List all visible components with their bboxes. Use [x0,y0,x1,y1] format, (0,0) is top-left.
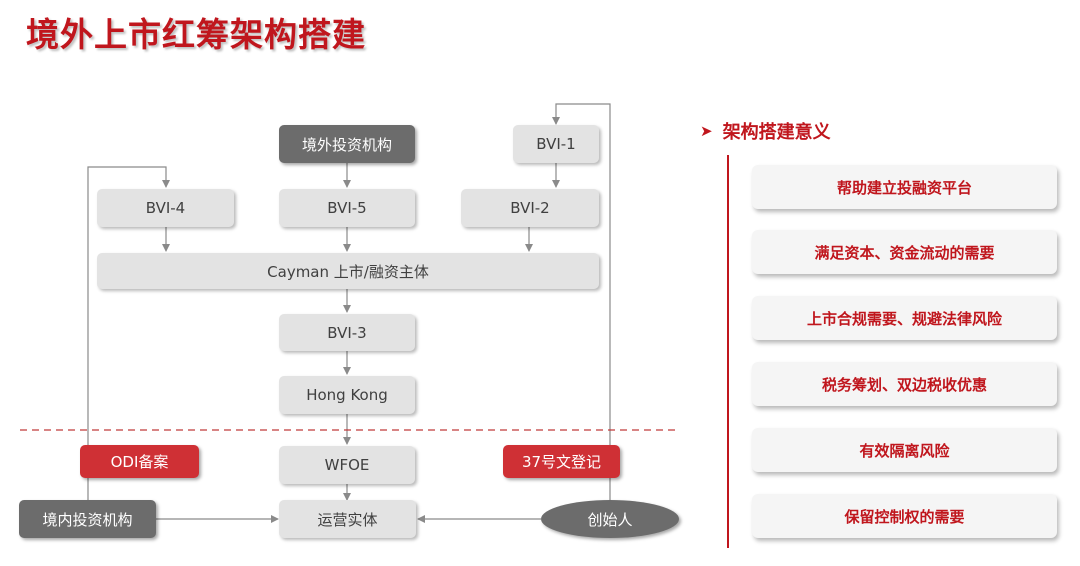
significance-card: 税务筹划、双边税收优惠 [752,362,1057,406]
bvi5-box: BVI-5 [279,189,415,227]
significance-card: 有效隔离风险 [752,428,1057,472]
arrow-right-icon: ➤ [700,122,713,140]
reg37-badge: 37号文登记 [503,445,620,478]
bvi3-box: BVI-3 [279,314,415,351]
significance-card: 满足资本、资金流动的需要 [752,230,1057,274]
offshore-investor-box: 境外投资机构 [279,125,415,163]
significance-title: 架构搭建意义 [722,122,831,143]
significance-card: 帮助建立投融资平台 [752,165,1057,209]
wfoe-box: WFOE [279,446,415,484]
significance-card: 保留控制权的需要 [752,494,1057,538]
bvi1-box: BVI-1 [513,125,599,163]
odi-badge: ODI备案 [80,445,199,478]
founder-ellipse: 创始人 [541,500,679,538]
significance-header: ➤ 架构搭建意义 [700,118,831,144]
bvi2-box: BVI-2 [461,189,599,227]
page-title: 境外上市红筹架构搭建 [26,15,366,54]
domestic-investor-box: 境内投资机构 [19,500,156,538]
operating-entity-box: 运营实体 [279,500,416,538]
significance-card: 上市合规需要、规避法律风险 [752,296,1057,340]
arrow-domestic-bvi4 [87,166,170,500]
hongkong-box: Hong Kong [279,376,415,414]
bvi4-box: BVI-4 [97,189,234,227]
arrow-founder-bvi1 [552,103,611,500]
cayman-box: Cayman 上市/融资主体 [97,253,599,289]
